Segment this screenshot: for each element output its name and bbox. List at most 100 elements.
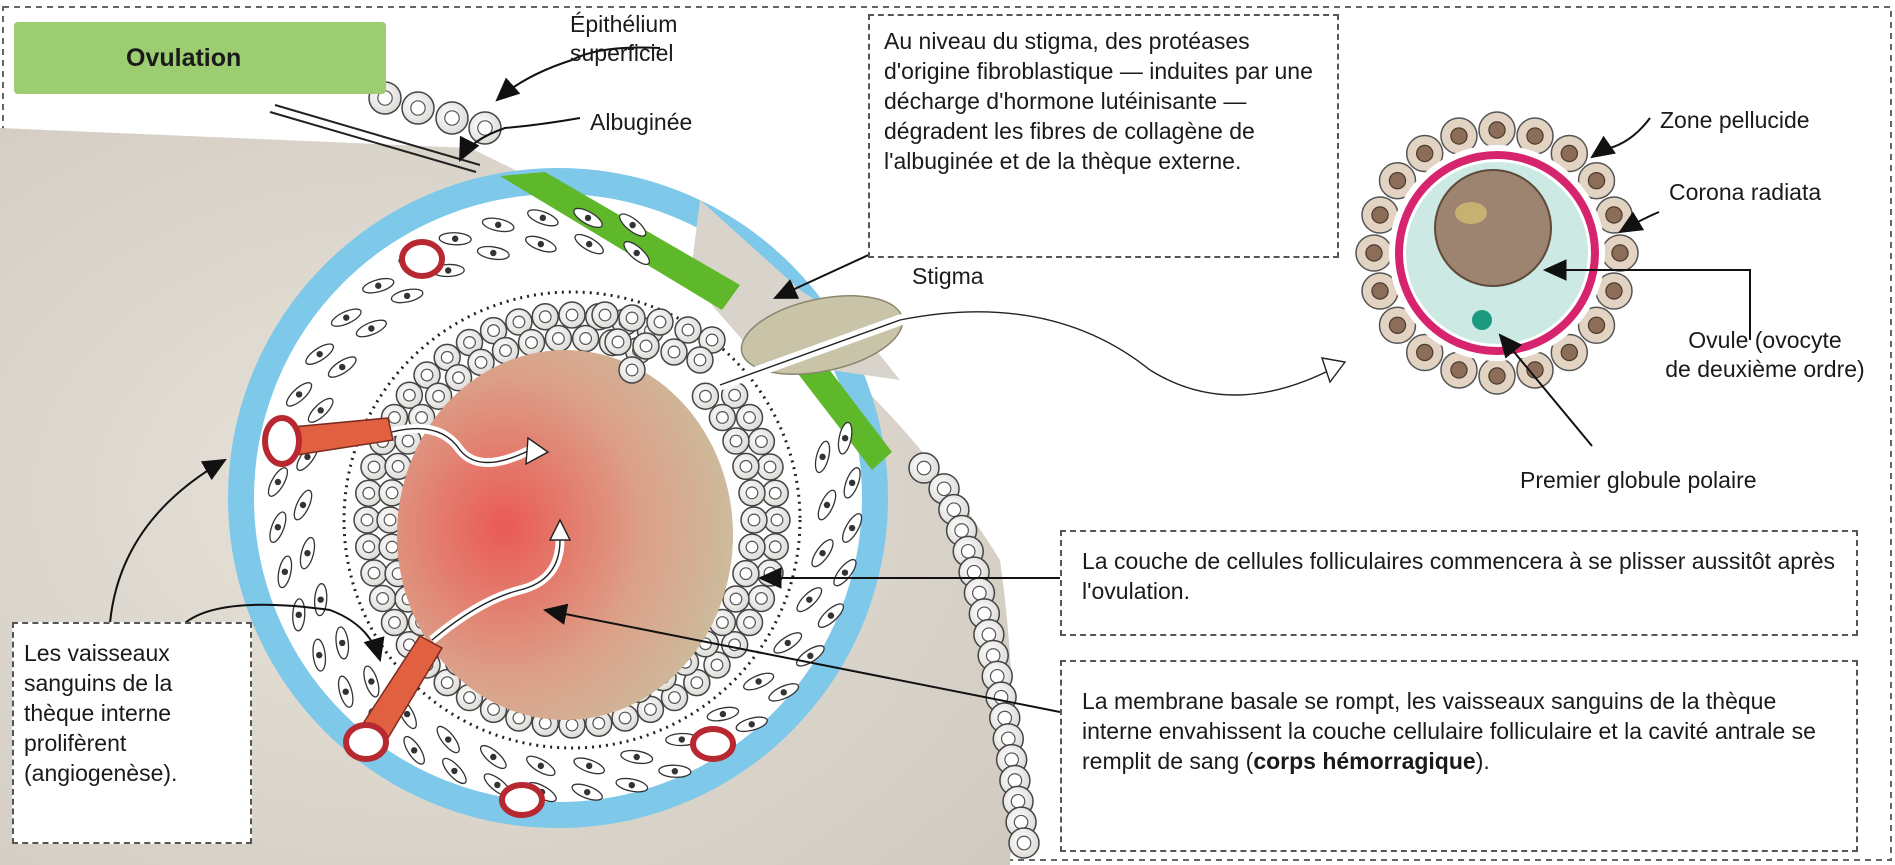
vessel-ring xyxy=(502,785,542,815)
cumulus-cell-nucleus xyxy=(682,324,694,336)
cumulus-cell-nucleus xyxy=(599,309,611,321)
corona-radiata-label: Corona radiata xyxy=(1669,178,1821,207)
fibroblast-nucleus xyxy=(317,407,323,413)
fibroblast-nucleus xyxy=(445,736,451,742)
corona-cell-nucleus xyxy=(1527,128,1543,144)
fibroblast-nucleus xyxy=(300,502,306,508)
corona-cell-nucleus xyxy=(1389,173,1405,189)
corona-cell-nucleus xyxy=(1451,128,1467,144)
granulosa-cell-nucleus xyxy=(717,412,729,424)
fibroblast-nucleus xyxy=(785,640,791,646)
fibroblast-nucleus xyxy=(451,768,457,774)
albuginee-label: Albuginée xyxy=(590,108,692,137)
fibroblast-nucleus xyxy=(404,293,410,299)
granulosa-cell-nucleus xyxy=(421,369,433,381)
fibroblast-nucleus xyxy=(490,754,496,760)
cumulus-cell-nucleus xyxy=(668,346,680,358)
epithelium-cell-nucleus xyxy=(998,711,1012,725)
fibroblast-nucleus xyxy=(720,711,726,717)
corona-cell-nucleus xyxy=(1372,207,1388,223)
fibroblast-nucleus xyxy=(275,524,281,530)
granulosa-cell-nucleus xyxy=(744,617,756,629)
cumulus-cell-nucleus xyxy=(706,334,718,346)
fibroblast-nucleus xyxy=(296,391,302,397)
cumulus-cell-nucleus xyxy=(694,354,706,366)
fibroblast-nucleus xyxy=(375,283,381,289)
stigma-note-box: Au niveau du stigma, des protéases d'ori… xyxy=(868,14,1339,258)
cumulus-cell-nucleus xyxy=(612,336,624,348)
granulosa-cell-nucleus xyxy=(711,659,723,671)
fibroblast-nucleus xyxy=(538,763,544,769)
epithelium-cell-nucleus xyxy=(961,545,975,559)
epithelium-cell-nucleus xyxy=(917,461,931,475)
granulosa-cell-nucleus xyxy=(475,357,487,369)
corona-cell-nucleus xyxy=(1417,344,1433,360)
fibroblast-nucleus xyxy=(806,596,812,602)
fibroblast-nucleus xyxy=(494,782,500,788)
fibroblast-nucleus xyxy=(495,222,501,228)
fibroblast-nucleus xyxy=(585,215,591,221)
granulosa-cell-nucleus xyxy=(392,461,404,473)
fibroblast-nucleus xyxy=(679,736,685,742)
epithelium-label: Épithélium superficiel xyxy=(570,10,677,68)
fibroblast-nucleus xyxy=(807,653,813,659)
fibroblast-nucleus xyxy=(282,569,288,575)
granulosa-cell-nucleus xyxy=(488,325,500,337)
fibroblast-nucleus xyxy=(316,652,322,658)
oocyte-nucleolus xyxy=(1455,202,1487,224)
membrane-end: ). xyxy=(1476,748,1490,774)
fibroblast-nucleus xyxy=(849,480,855,486)
granulosa-cell-nucleus xyxy=(539,311,551,323)
granulosa-cell-nucleus xyxy=(756,593,768,605)
epithelium-cell-nucleus xyxy=(937,482,951,496)
fibroblast-nucleus xyxy=(452,236,458,242)
fibroblast-nucleus xyxy=(755,678,761,684)
granulosa-cell-nucleus xyxy=(363,487,375,499)
granulosa-cell-nucleus xyxy=(526,337,538,349)
fibroblast-nucleus xyxy=(540,215,546,221)
granulosa-cell-nucleus xyxy=(769,487,781,499)
fibroblast-nucleus xyxy=(304,550,310,556)
fibroblast-nucleus xyxy=(633,250,639,256)
fibroblast-nucleus xyxy=(819,454,825,460)
granulosa-cell-nucleus xyxy=(389,617,401,629)
granulosa-cell-nucleus xyxy=(368,567,380,579)
epithelium-cell-nucleus xyxy=(411,101,425,115)
granulosa-cell-nucleus xyxy=(769,541,781,553)
corona-cell-nucleus xyxy=(1489,122,1505,138)
vessel-ring xyxy=(402,242,442,276)
epithelium-cell-nucleus xyxy=(955,524,969,538)
fibroblast-nucleus xyxy=(819,550,825,556)
corona-cell-nucleus xyxy=(1612,245,1628,261)
granulosa-cell-nucleus xyxy=(513,316,525,328)
corona-cell-nucleus xyxy=(1561,145,1577,161)
corona-cell-nucleus xyxy=(1606,283,1622,299)
couche-box: La couche de cellules folliculaires comm… xyxy=(1060,530,1858,636)
fibroblast-nucleus xyxy=(304,454,310,460)
epithelium-cell-nucleus xyxy=(967,565,981,579)
granulosa-cell-nucleus xyxy=(730,435,742,447)
epithelium-cell-nucleus xyxy=(1005,753,1019,767)
fibroblast-nucleus xyxy=(316,351,322,357)
granulosa-cell-nucleus xyxy=(756,436,768,448)
fibroblast-nucleus xyxy=(368,678,374,684)
fibroblast-nucleus xyxy=(317,596,323,602)
fibroblast-nucleus xyxy=(368,325,374,331)
epithelium-cell-nucleus xyxy=(982,628,996,642)
fibroblast-nucleus xyxy=(842,435,848,441)
polar-body xyxy=(1472,310,1492,330)
stigma-label: Stigma xyxy=(912,262,984,291)
vessel-ring xyxy=(693,729,733,759)
fibroblast-nucleus xyxy=(490,250,496,256)
fibroblast-nucleus xyxy=(633,754,639,760)
granulosa-cell-nucleus xyxy=(593,717,605,729)
epithelium-cell-nucleus xyxy=(445,111,459,125)
granulosa-cell-nucleus xyxy=(746,487,758,499)
title-tab: Ovulation xyxy=(14,22,386,94)
epithelium-cell-nucleus xyxy=(973,586,987,600)
granulosa-cell-nucleus xyxy=(404,389,416,401)
membrane-box: La membrane basale se rompt, les vaissea… xyxy=(1060,660,1858,852)
granulosa-cell-nucleus xyxy=(740,568,752,580)
fibroblast-nucleus xyxy=(339,640,345,646)
granulosa-cell-nucleus xyxy=(416,412,428,424)
